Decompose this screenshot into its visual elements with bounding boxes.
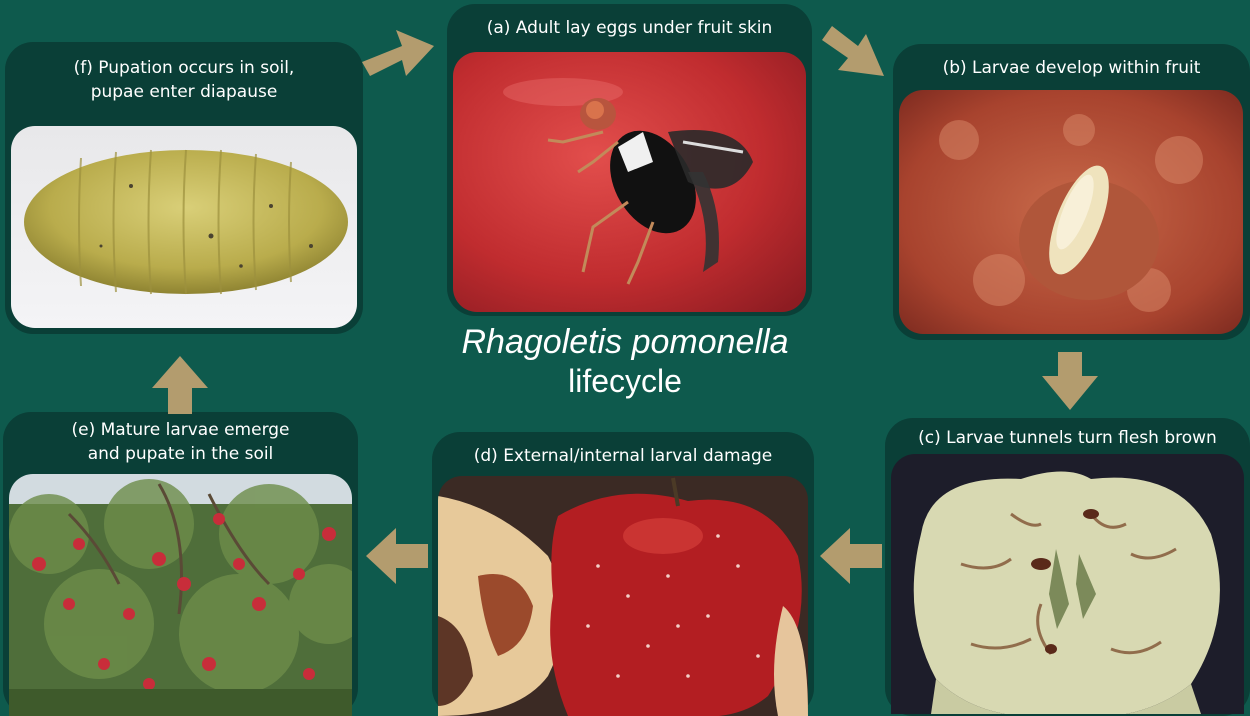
stage-caption-e: (e) Mature larvae emerge and pupate in t… [3,418,358,466]
diagram-title: Rhagoletis pomonella lifecycle [420,322,830,400]
arrow-a-to-b-icon [818,26,888,82]
arrow-d-to-e-icon [366,528,428,584]
apple-damage-photo [438,476,808,716]
larva-in-fruit-photo [899,90,1243,334]
stage-card-e: (e) Mature larvae emerge and pupate in t… [3,412,358,716]
stage-caption-c: (c) Larvae tunnels turn flesh brown [885,426,1250,450]
pupa-photo [11,126,357,328]
arrow-f-to-a-icon [358,24,436,80]
stage-card-a: (a) Adult lay eggs under fruit skin [447,4,812,316]
stage-card-c: (c) Larvae tunnels turn flesh brown [885,418,1250,716]
lifecycle-label: lifecycle [420,362,830,400]
stage-caption-d: (d) External/internal larval damage [432,444,814,468]
arrow-c-to-d-icon [820,528,882,584]
stage-caption-f: (f) Pupation occurs in soil, pupae enter… [5,56,363,104]
species-name: Rhagoletis pomonella [420,322,830,362]
apple-orchard-photo [9,474,352,716]
stage-card-f: (f) Pupation occurs in soil, pupae enter… [5,42,363,334]
arrow-e-to-f-icon [150,354,210,414]
stage-card-b: (b) Larvae develop within fruit [893,44,1250,340]
stage-caption-a: (a) Adult lay eggs under fruit skin [447,16,812,40]
stage-caption-b: (b) Larvae develop within fruit [893,56,1250,80]
adult-fly-photo [453,52,806,312]
stage-card-d: (d) External/internal larval damage [432,432,814,716]
arrow-b-to-c-icon [1040,352,1100,412]
cut-apple-photo [891,454,1244,714]
